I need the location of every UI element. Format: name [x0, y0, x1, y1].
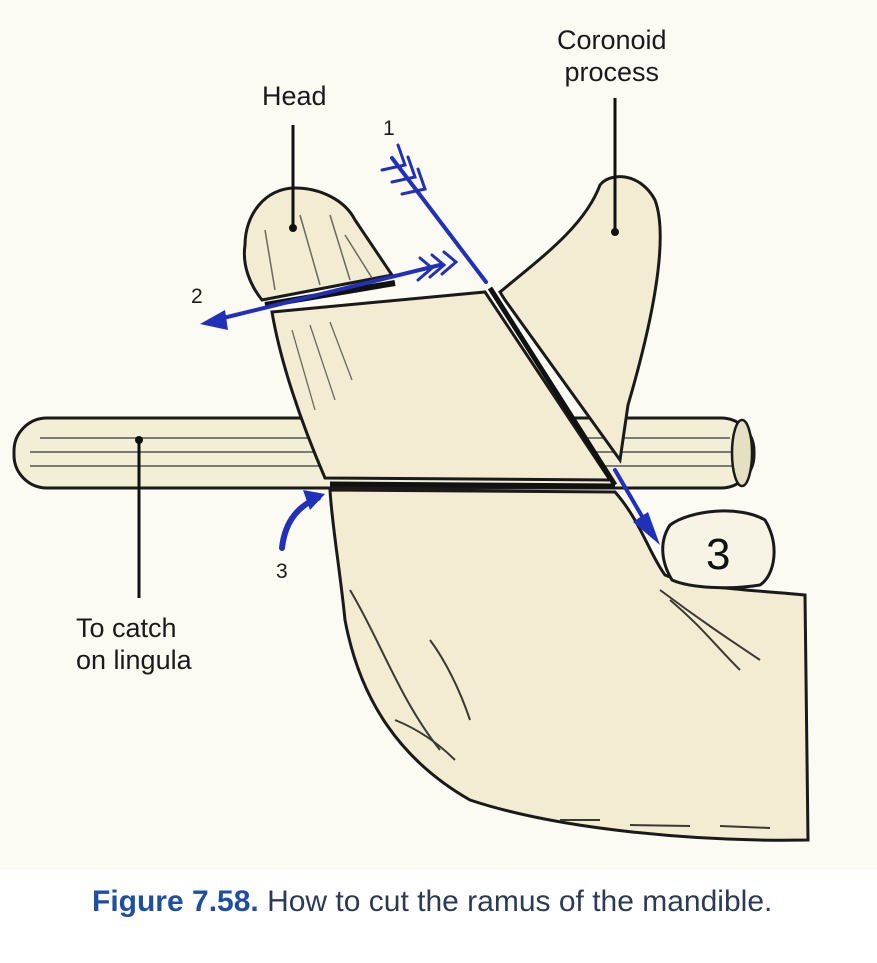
label-coronoid-line1: Coronoid	[557, 25, 667, 55]
cut-number-3: 3	[276, 560, 288, 583]
caption-label: Figure 7.58	[92, 885, 251, 918]
cut-arrow-3-head	[303, 490, 325, 510]
cut-number-2: 2	[191, 285, 203, 308]
coronoid-process	[498, 175, 662, 464]
tooth-number: 3	[706, 530, 731, 579]
cut-line-1	[487, 286, 618, 487]
head-leader-dot	[289, 224, 297, 232]
ramus-hatching	[291, 321, 353, 411]
label-catch-line1: To catch	[76, 613, 177, 643]
cut-arrow-2	[213, 250, 459, 322]
label-coronoid-process: Coronoid process	[557, 24, 667, 88]
label-head: Head	[262, 81, 327, 111]
lingula-leader-dot	[135, 436, 143, 444]
label-coronoid-line2: process	[564, 57, 660, 87]
coronoid-leader-dot	[611, 228, 619, 236]
head-hatching	[264, 214, 373, 291]
cut-arrow-1-head	[633, 512, 660, 545]
cut-number-1: 1	[383, 117, 395, 140]
mandible-body	[328, 488, 810, 842]
caption-text: How to cut the ramus of the mandible.	[258, 885, 773, 918]
caption-separator: .	[250, 885, 259, 918]
cut-line-3	[329, 481, 616, 489]
condyle-head	[242, 186, 395, 302]
cut-arrow-1	[380, 143, 488, 284]
ramus-block	[270, 290, 613, 482]
body-shading	[349, 589, 771, 829]
molar-tooth	[661, 509, 776, 590]
label-catch-line2: on lingula	[76, 645, 192, 675]
cut-arrow-2-head	[200, 310, 228, 330]
label-to-catch-on-lingula: To catch on lingula	[76, 612, 192, 676]
figure-caption: Figure 7.58. How to cut the ramus of the…	[92, 885, 772, 919]
